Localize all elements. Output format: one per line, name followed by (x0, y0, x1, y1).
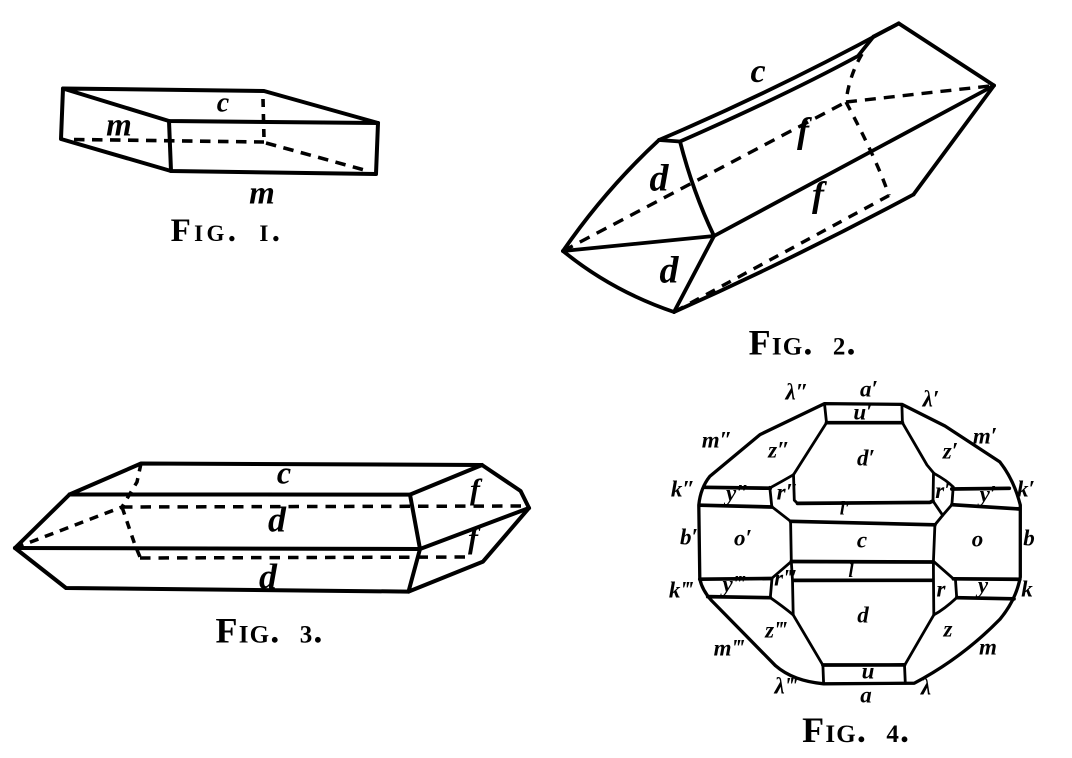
svg-text:λ: λ (920, 674, 931, 699)
svg-text:m: m (979, 634, 997, 659)
svg-text:a′: a′ (860, 376, 878, 401)
svg-text:u′: u′ (853, 399, 872, 424)
svg-text:y‴: y‴ (720, 571, 746, 596)
svg-text:c: c (857, 527, 867, 552)
svg-text:Fig. 2.: Fig. 2. (749, 323, 857, 363)
svg-text:m″: m″ (702, 427, 733, 452)
svg-text:l′: l′ (840, 498, 851, 519)
svg-text:f: f (470, 473, 483, 506)
svg-text:z: z (943, 616, 953, 641)
svg-text:r‴: r‴ (774, 565, 796, 590)
svg-text:k: k (1021, 576, 1033, 601)
svg-text:k″: k″ (671, 476, 695, 501)
svg-text:u: u (862, 658, 875, 683)
svg-text:f: f (797, 110, 812, 150)
svg-text:f: f (468, 522, 481, 555)
svg-text:y: y (975, 572, 989, 597)
svg-text:m: m (106, 108, 132, 144)
svg-text:z″: z″ (767, 437, 790, 462)
svg-text:Fig. 3.: Fig. 3. (216, 611, 324, 651)
svg-text:λ‴: λ‴ (774, 673, 798, 698)
svg-text:d: d (650, 158, 670, 200)
svg-text:f: f (812, 174, 827, 214)
svg-text:r″: r″ (777, 479, 799, 504)
svg-text:z‴: z‴ (764, 617, 787, 642)
svg-text:k‴: k‴ (669, 577, 694, 602)
svg-text:r: r (937, 576, 947, 601)
svg-text:c: c (750, 53, 765, 90)
svg-text:d: d (660, 250, 680, 292)
svg-text:λ′: λ′ (922, 386, 940, 411)
svg-text:c: c (217, 87, 230, 118)
svg-text:m: m (249, 176, 275, 212)
svg-text:y″: y″ (723, 480, 749, 505)
svg-text:o: o (972, 526, 984, 551)
svg-text:y′: y′ (977, 481, 997, 506)
svg-text:o′: o′ (734, 525, 752, 550)
svg-text:d: d (268, 499, 287, 539)
svg-text:a: a (860, 682, 872, 707)
svg-text:m′: m′ (973, 423, 997, 448)
svg-text:d′: d′ (857, 445, 875, 470)
svg-text:λ″: λ″ (785, 379, 809, 404)
svg-text:Fig. 4.: Fig. 4. (802, 710, 910, 750)
svg-text:k′: k′ (1017, 476, 1035, 501)
svg-text:d: d (857, 602, 869, 627)
svg-text:l: l (848, 561, 854, 582)
svg-text:z′: z′ (942, 438, 958, 463)
svg-text:c: c (277, 454, 291, 490)
svg-text:b: b (1023, 525, 1035, 550)
svg-text:d: d (259, 556, 278, 596)
svg-text:Fig. i.: Fig. i. (171, 213, 284, 249)
svg-text:r′: r′ (935, 478, 950, 503)
svg-text:m‴: m‴ (714, 635, 745, 660)
svg-text:b′: b′ (680, 524, 698, 549)
